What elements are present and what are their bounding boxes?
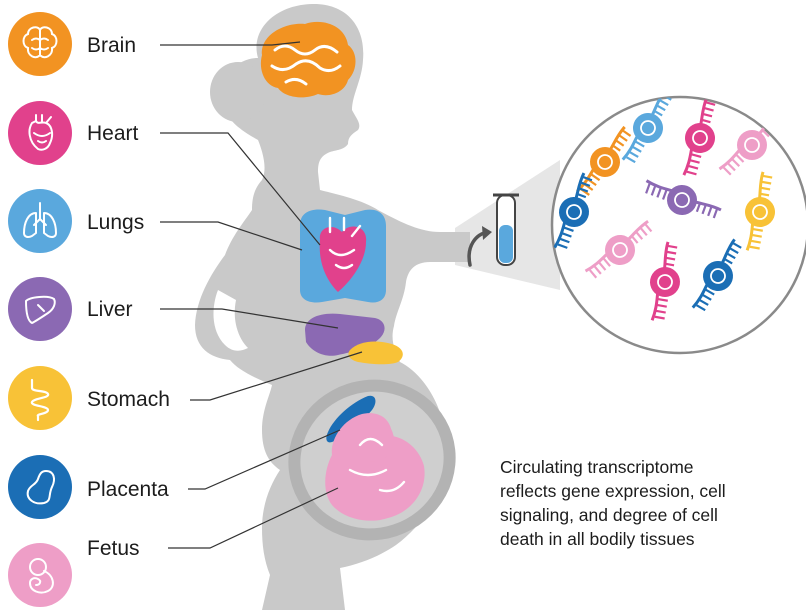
caption-line-1: Circulating transcriptome — [500, 455, 800, 479]
placenta-icon — [8, 455, 72, 519]
caption: Circulating transcriptome reflects gene … — [500, 455, 800, 551]
brain-icon — [8, 12, 72, 76]
fetus-icon — [8, 543, 72, 607]
stomach-icon — [8, 366, 72, 430]
label-stomach: Stomach — [87, 389, 170, 410]
liver-icon — [8, 277, 72, 341]
label-placenta: Placenta — [87, 479, 169, 500]
label-fetus: Fetus — [87, 538, 140, 559]
lungs-icon — [8, 189, 72, 253]
label-heart: Heart — [87, 123, 138, 144]
caption-line-2: reflects gene expression, cell — [500, 479, 800, 503]
label-lungs: Lungs — [87, 212, 144, 233]
heart-icon — [8, 101, 72, 165]
caption-line-4: death in all bodily tissues — [500, 527, 800, 551]
brain-organ — [261, 22, 356, 97]
blood-tube-icon — [493, 195, 519, 265]
caption-line-3: signaling, and degree of cell — [500, 503, 800, 527]
label-brain: Brain — [87, 35, 136, 56]
label-liver: Liver — [87, 299, 133, 320]
